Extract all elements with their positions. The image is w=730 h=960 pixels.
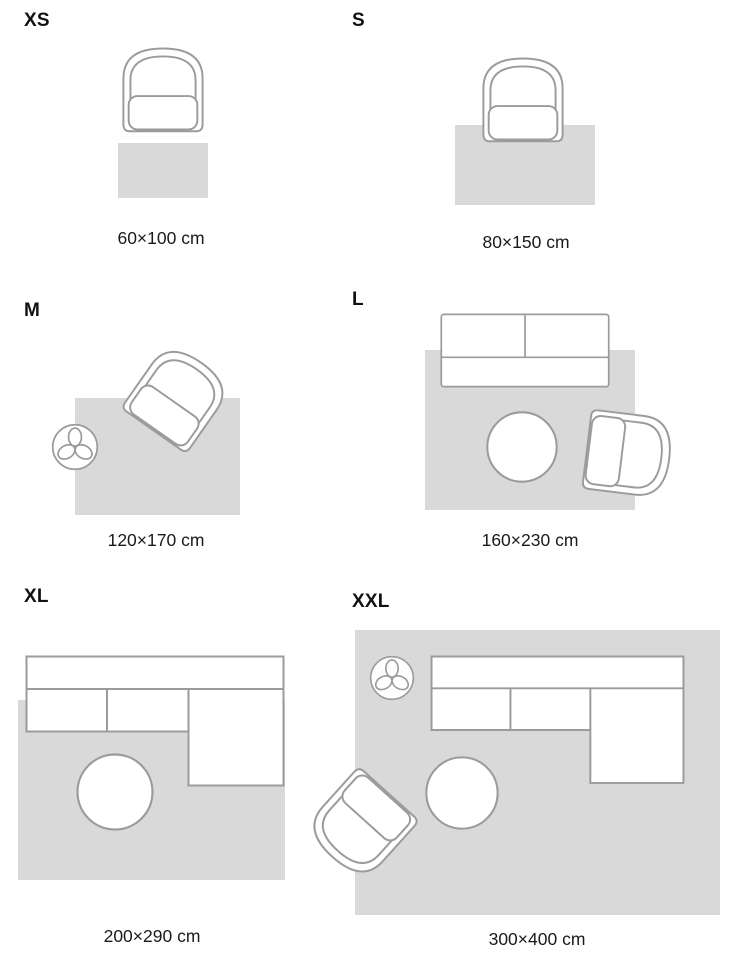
size-label-xs: XS [24, 10, 50, 31]
coffee-table-icon [486, 411, 558, 483]
size-label-xl: XL [24, 586, 49, 607]
size-dimensions-l: 160×230 cm [481, 530, 579, 550]
size-dimensions-xl: 200×290 cm [103, 926, 201, 946]
size-label-xxl: XXL [352, 591, 390, 612]
size-dimensions-xs: 60×100 cm [117, 228, 205, 248]
armchair-icon [482, 57, 564, 143]
size-label-m: M [24, 300, 41, 321]
tile-l-illustration [425, 313, 675, 510]
tile-s-illustration [455, 57, 595, 205]
tile-xs-illustration [118, 47, 208, 198]
size-label-s: S [352, 10, 365, 31]
plant-icon [51, 423, 99, 471]
plant-icon [369, 655, 415, 701]
tile-m-illustration [51, 339, 240, 515]
rug [118, 143, 208, 198]
size-dimensions-s: 80×150 cm [482, 232, 570, 252]
tile-xl-illustration [18, 655, 285, 880]
armchair-icon [122, 47, 204, 133]
sofa-icon [440, 313, 610, 388]
size-dimensions-xxl: 300×400 cm [488, 929, 586, 949]
size-dimensions-m: 120×170 cm [107, 530, 205, 550]
size-label-l: L [352, 289, 364, 310]
tile-xxl-illustration [301, 630, 720, 915]
coffee-table-icon [76, 753, 154, 831]
coffee-table-icon [425, 756, 499, 830]
armchair-icon [581, 408, 675, 500]
